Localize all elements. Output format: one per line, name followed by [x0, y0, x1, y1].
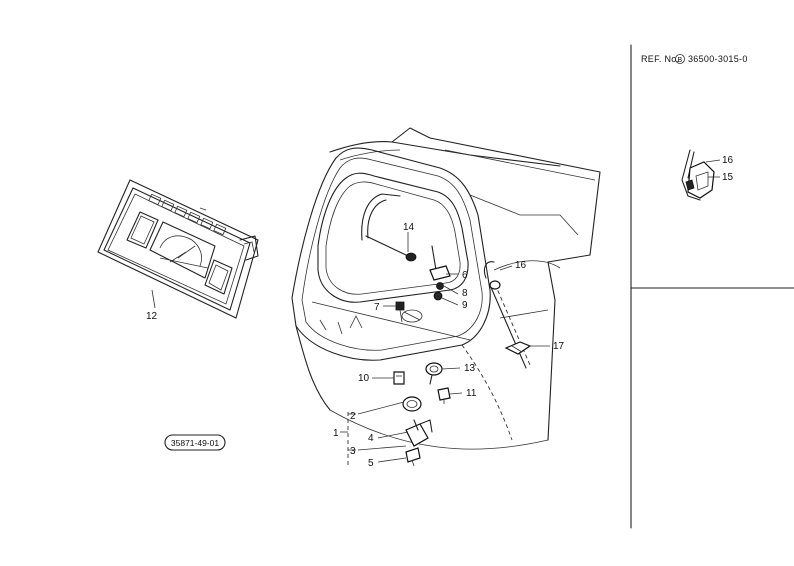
callouts: 12 14 6 8 9 7 16 17 13 11 10 2 1 4 3 5	[146, 222, 565, 469]
bolt-7	[395, 301, 405, 323]
inset-detail: 16 15	[681, 149, 734, 201]
callout-5: 5	[368, 458, 374, 469]
callout-8: 8	[462, 288, 468, 299]
callout-11: 11	[466, 388, 477, 399]
callout-3: 3	[350, 446, 356, 457]
reference-badge-circle	[675, 54, 685, 64]
instrument-cluster	[97, 179, 259, 319]
group-bracket	[340, 412, 356, 466]
tailgate-assembly	[291, 127, 601, 450]
inset-callout-15: 15	[722, 172, 734, 183]
callout-4: 4	[368, 433, 374, 444]
clip-11	[437, 387, 451, 404]
reference-header: REF. No. B 36500-3015-0	[641, 54, 748, 64]
drawing-code-badge: 35871-49-01	[164, 434, 226, 451]
callout-14: 14	[403, 222, 415, 233]
strut-mount	[483, 261, 501, 290]
reference-number: 36500-3015-0	[688, 54, 748, 64]
clip-10	[393, 371, 405, 385]
hinge-bracket	[429, 245, 451, 301]
callout-9: 9	[462, 300, 468, 311]
callout-12: 12	[146, 311, 158, 322]
callout-1: 1	[333, 428, 339, 439]
reference-badge: B	[678, 57, 683, 64]
callout-13: 13	[464, 363, 476, 374]
callout-2: 2	[350, 411, 356, 422]
lock-cylinder-13	[425, 362, 443, 385]
callout-7: 7	[374, 302, 380, 313]
callout-10: 10	[358, 373, 370, 384]
reference-prefix: REF. No.	[641, 54, 679, 64]
callout-17: 17	[553, 341, 565, 352]
gas-strut	[361, 193, 417, 262]
striker	[504, 341, 532, 355]
callout-16: 16	[515, 260, 527, 271]
drawing-code: 35871-49-01	[171, 438, 219, 448]
callout-6: 6	[462, 270, 468, 281]
lock-set	[402, 396, 433, 467]
inset-callout-16: 16	[722, 155, 734, 166]
